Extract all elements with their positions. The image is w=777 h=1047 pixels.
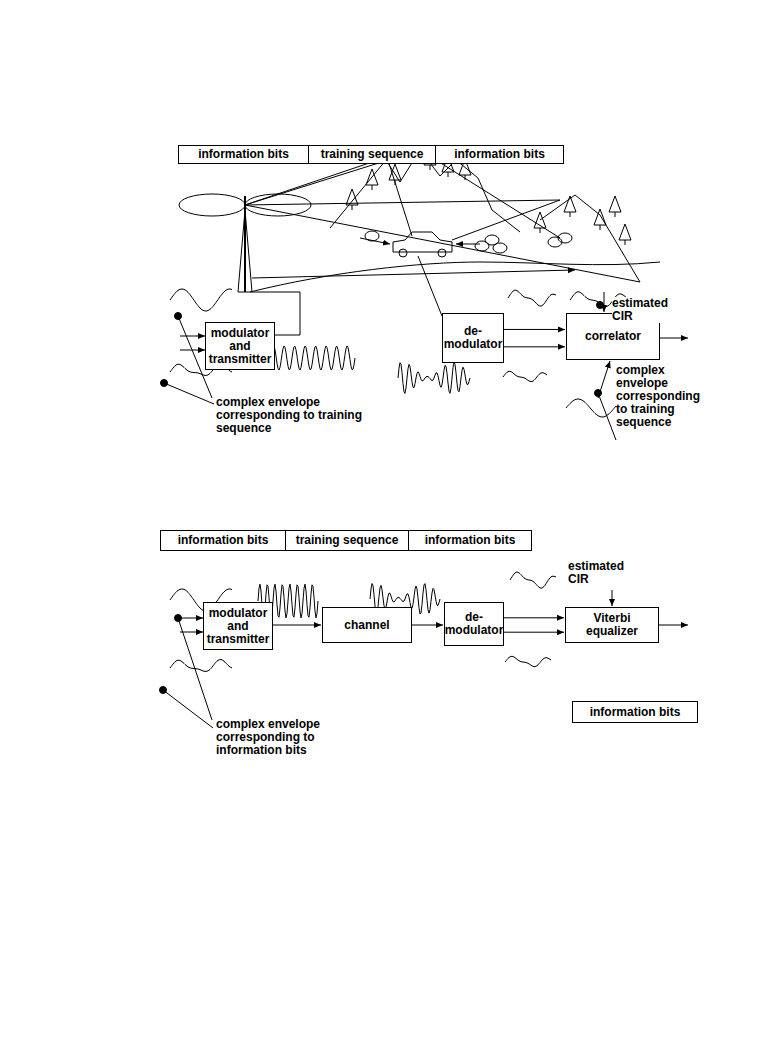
ground <box>250 262 660 292</box>
signal-wave <box>170 660 232 672</box>
rock <box>475 241 489 251</box>
cir-arrow <box>604 292 605 312</box>
frame-field: training sequence <box>308 145 436 164</box>
tree <box>346 189 358 210</box>
box-label: modulator and transmitter <box>207 607 270 646</box>
leader-line <box>163 690 213 728</box>
frame-field: information bits <box>408 530 532 551</box>
signal-arrow <box>504 632 564 633</box>
ray <box>245 200 560 205</box>
tree <box>366 169 378 190</box>
trees <box>346 149 631 253</box>
antenna-lobe <box>179 194 245 216</box>
cir-arrow <box>612 590 613 606</box>
process-box: channel <box>322 607 412 643</box>
frame-field: information bits <box>160 530 286 551</box>
leader-line <box>164 383 214 404</box>
process-box: modulator and transmitter <box>203 602 273 650</box>
signal-waves <box>170 289 626 671</box>
hill <box>540 195 640 282</box>
signal-arrow <box>504 329 565 330</box>
box-label: information bits <box>454 148 545 161</box>
rock <box>493 243 507 253</box>
signal-arrow <box>504 346 565 347</box>
input-arrow <box>180 336 205 337</box>
rock <box>365 231 379 241</box>
box-label: channel <box>344 619 389 632</box>
frame-field: training sequence <box>285 530 409 551</box>
antenna-lead <box>418 256 442 316</box>
tree <box>619 224 631 245</box>
box-label: correlator <box>585 330 641 343</box>
ray <box>245 205 640 282</box>
output-arrow <box>658 625 688 626</box>
signal-label: estimated CIR <box>612 297 684 323</box>
dot <box>161 380 168 387</box>
process-box: Viterbi equalizer <box>565 607 659 643</box>
frame-field: information bits <box>435 145 564 164</box>
distance-arrow <box>252 270 575 278</box>
ray <box>452 200 560 240</box>
output-box: information bits <box>572 701 698 723</box>
signal-wave <box>510 572 556 588</box>
tree <box>534 212 546 233</box>
process-box: modulator and transmitter <box>205 322 275 370</box>
process-box: de-modulator <box>444 602 504 646</box>
wheel <box>438 249 446 257</box>
dot <box>175 615 182 622</box>
box-label: information bits <box>198 148 289 161</box>
dot <box>175 313 182 320</box>
signal-wave <box>508 290 556 306</box>
box-label: modulator and transmitter <box>209 327 272 366</box>
tree <box>564 196 576 217</box>
process-box: de-modulator <box>442 313 504 363</box>
input-arrow <box>180 632 203 633</box>
signal-wave <box>505 656 551 666</box>
annotation: complex envelope corresponding to traini… <box>216 396 381 435</box>
wheel <box>399 249 407 257</box>
signal-label: estimated CIR <box>568 560 640 586</box>
signal-arrow <box>273 625 321 626</box>
signal-arrow <box>412 625 443 626</box>
tree <box>594 209 606 230</box>
rock <box>558 233 572 243</box>
antenna-mast <box>238 210 245 292</box>
frame-field: information bits <box>178 145 309 164</box>
tree <box>609 196 621 217</box>
tree <box>389 164 401 185</box>
dot <box>160 687 167 694</box>
box-label: information bits <box>425 534 516 547</box>
radio-scene <box>160 150 689 728</box>
annotation: complex envelope corresponding to traini… <box>616 364 708 429</box>
box-label: training sequence <box>321 148 424 161</box>
box-label: de-modulator <box>445 611 504 637</box>
box-label: information bits <box>178 534 269 547</box>
signal-wave <box>398 362 470 393</box>
annotation: complex envelope corresponding to inform… <box>216 718 331 757</box>
antenna-mast <box>245 210 252 292</box>
dot <box>595 390 602 397</box>
box-label: de-modulator <box>444 325 503 351</box>
signal-arrow <box>504 617 564 618</box>
box-label: Viterbi equalizer <box>570 612 654 638</box>
input-arrow <box>180 618 203 619</box>
signal-wave <box>170 289 232 311</box>
output-arrow <box>660 338 688 339</box>
box-label: training sequence <box>296 534 399 547</box>
signal-wave <box>503 371 547 381</box>
box-label: information bits <box>590 706 681 719</box>
